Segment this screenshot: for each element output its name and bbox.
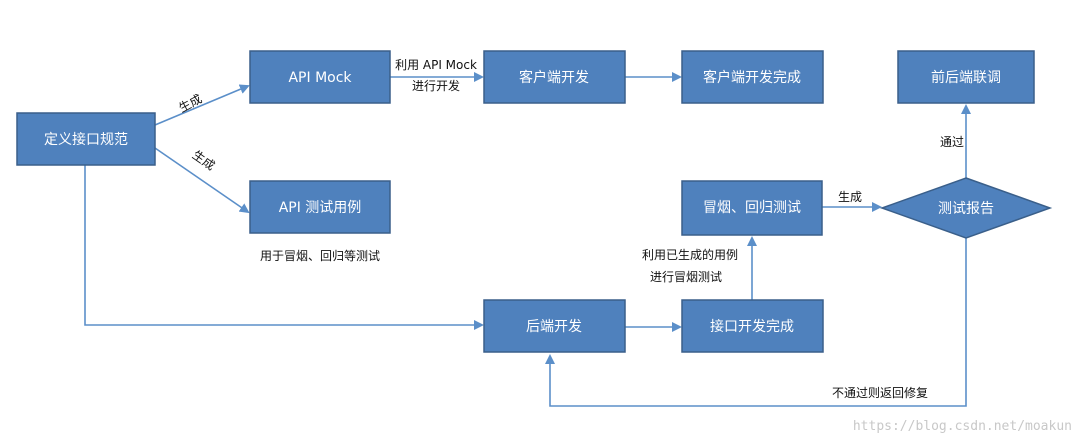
node-api-mock-label: API Mock xyxy=(288,70,352,86)
node-api-done-box xyxy=(681,299,824,353)
node-smoke-test-label: 冒烟、回归测试 xyxy=(703,199,801,216)
edge-labels: 生成 生成 利用 API Mock 进行开发 用于冒烟、回归等测试 利用已生成的… xyxy=(176,58,964,400)
label-gen-report: 生成 xyxy=(838,190,862,204)
edge-define-to-testcase xyxy=(154,147,250,214)
edge-define-to-mock xyxy=(154,84,250,126)
node-client-dev-label: 客户端开发 xyxy=(519,69,589,86)
edge-report-to-backend xyxy=(545,238,967,407)
label-gen-top: 生成 xyxy=(176,92,204,116)
node-joint-debug: 前后端联调 xyxy=(897,50,1035,104)
node-joint-debug-box xyxy=(897,50,1035,104)
edge-define-to-backend xyxy=(84,165,484,330)
label-use-cases-line2: 进行冒烟测试 xyxy=(650,269,722,284)
node-api-done: 接口开发完成 xyxy=(681,299,824,353)
node-define: 定义接口规范 xyxy=(16,112,156,166)
node-client-dev: 客户端开发 xyxy=(483,50,626,104)
node-api-done-label: 接口开发完成 xyxy=(710,318,794,335)
label-use-cases-line1: 利用已生成的用例 xyxy=(642,247,738,262)
node-api-mock-box xyxy=(249,50,391,104)
node-backend-dev-label: 后端开发 xyxy=(526,319,582,335)
label-gen-bottom: 生成 xyxy=(190,148,218,173)
node-api-testcase-box xyxy=(249,180,391,234)
node-smoke-test-box xyxy=(681,180,823,236)
node-api-testcase: API 测试用例 xyxy=(249,180,391,234)
node-api-testcase-label: API 测试用例 xyxy=(279,200,362,216)
node-client-dev-box xyxy=(483,50,626,104)
label-use-mock-line2: 进行开发 xyxy=(412,78,460,93)
node-client-done-label: 客户端开发完成 xyxy=(703,69,801,86)
node-client-done: 客户端开发完成 xyxy=(681,50,824,104)
label-fail-return: 不通过则返回修复 xyxy=(832,385,928,400)
edges xyxy=(84,72,971,407)
node-test-report: 测试报告 xyxy=(879,177,1053,239)
node-backend-dev-box xyxy=(483,299,626,353)
node-test-report-diamond xyxy=(879,177,1053,239)
node-smoke-test: 冒烟、回归测试 xyxy=(681,180,823,236)
node-define-box xyxy=(16,112,156,166)
node-api-mock: API Mock xyxy=(249,50,391,104)
node-backend-dev: 后端开发 xyxy=(483,299,626,353)
node-joint-debug-label: 前后端联调 xyxy=(931,69,1001,86)
node-define-label: 定义接口规范 xyxy=(44,131,128,148)
label-pass: 通过 xyxy=(940,135,964,149)
node-test-report-label: 测试报告 xyxy=(938,201,994,217)
label-use-mock-line1: 利用 API Mock xyxy=(395,58,477,72)
node-client-done-box xyxy=(681,50,824,104)
label-testcase-usage: 用于冒烟、回归等测试 xyxy=(260,248,380,263)
watermark-url: https://blog.csdn.net/moakun xyxy=(853,419,1072,434)
